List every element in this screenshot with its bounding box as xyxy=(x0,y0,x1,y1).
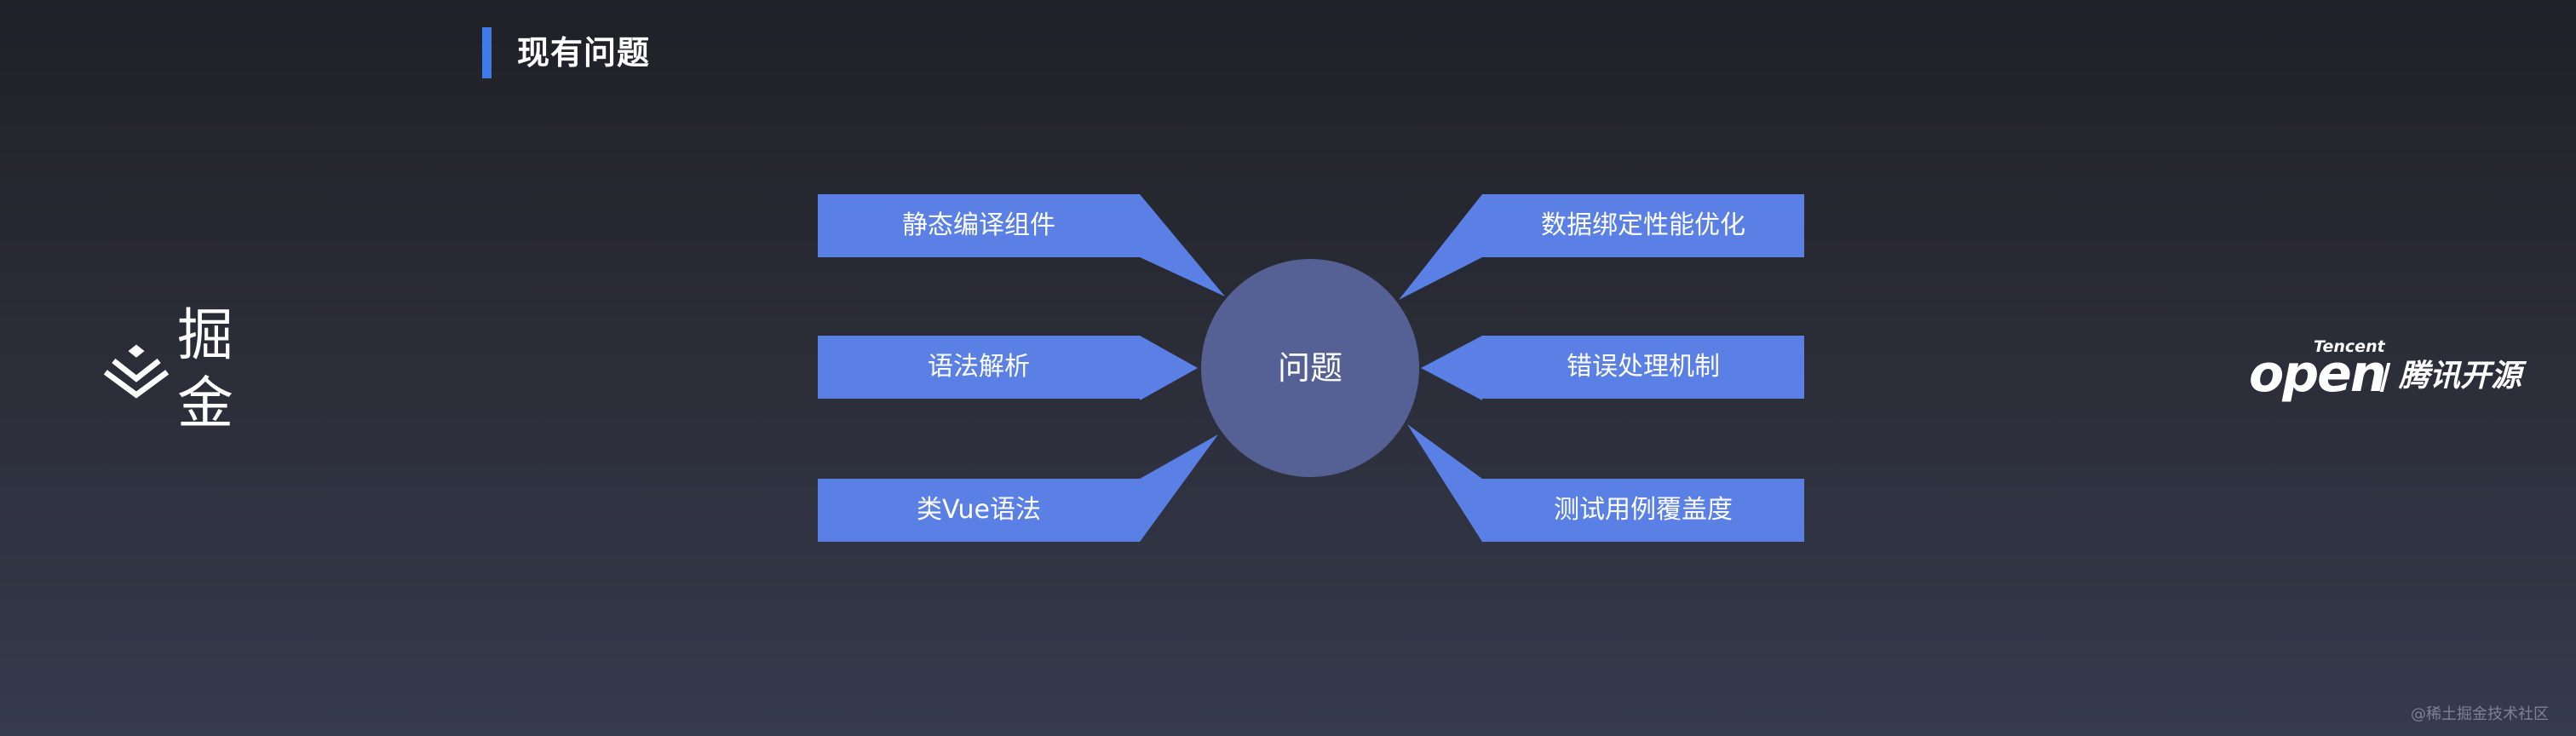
connector-left-1 xyxy=(1140,194,1225,296)
problem-box-left-3 xyxy=(818,479,1140,542)
problem-label-left-1: 静态编译组件 xyxy=(902,210,1055,240)
juejin-logo-text: 掘金 xyxy=(177,302,233,436)
problem-box-left-2 xyxy=(818,336,1140,399)
title-accent-bar xyxy=(482,27,492,78)
open-logo-text: open xyxy=(2249,344,2387,404)
center-circle xyxy=(1201,259,1419,477)
slide-header: 现有问题 xyxy=(482,27,650,78)
problem-box-right-2 xyxy=(1482,336,1804,399)
center-problem-label: 问题 xyxy=(1277,349,1343,387)
connector-left-3 xyxy=(1140,434,1218,542)
problem-label-right-2: 错误处理机制 xyxy=(1567,352,1720,382)
connector-right-2 xyxy=(1421,336,1482,400)
problem-box-right-3 xyxy=(1482,479,1804,542)
tencent-logo-small-text: Tencent xyxy=(2314,337,2385,356)
connector-right-3 xyxy=(1407,424,1482,542)
juejin-logo-icon xyxy=(103,344,170,399)
juejin-logo: 掘金 xyxy=(102,302,281,436)
tencent-open-cn-text: 腾讯开源 xyxy=(2399,359,2522,394)
problem-label-right-1: 数据绑定性能优化 xyxy=(1541,210,1745,240)
problem-label-right-3: 测试用例覆盖度 xyxy=(1554,495,1733,525)
watermark: @稀土掘金技术社区 xyxy=(2411,705,2549,723)
slide-title: 现有问题 xyxy=(517,34,651,72)
problem-box-left-1 xyxy=(818,194,1140,257)
problem-label-left-3: 类Vue语法 xyxy=(917,495,1041,525)
connector-right-1 xyxy=(1399,194,1482,300)
problem-box-right-1 xyxy=(1482,194,1804,257)
tencent-open-logo: Tencent open 腾讯开源 xyxy=(2249,337,2521,405)
problem-label-left-2: 语法解析 xyxy=(928,352,1030,382)
connector-left-2 xyxy=(1140,336,1198,400)
